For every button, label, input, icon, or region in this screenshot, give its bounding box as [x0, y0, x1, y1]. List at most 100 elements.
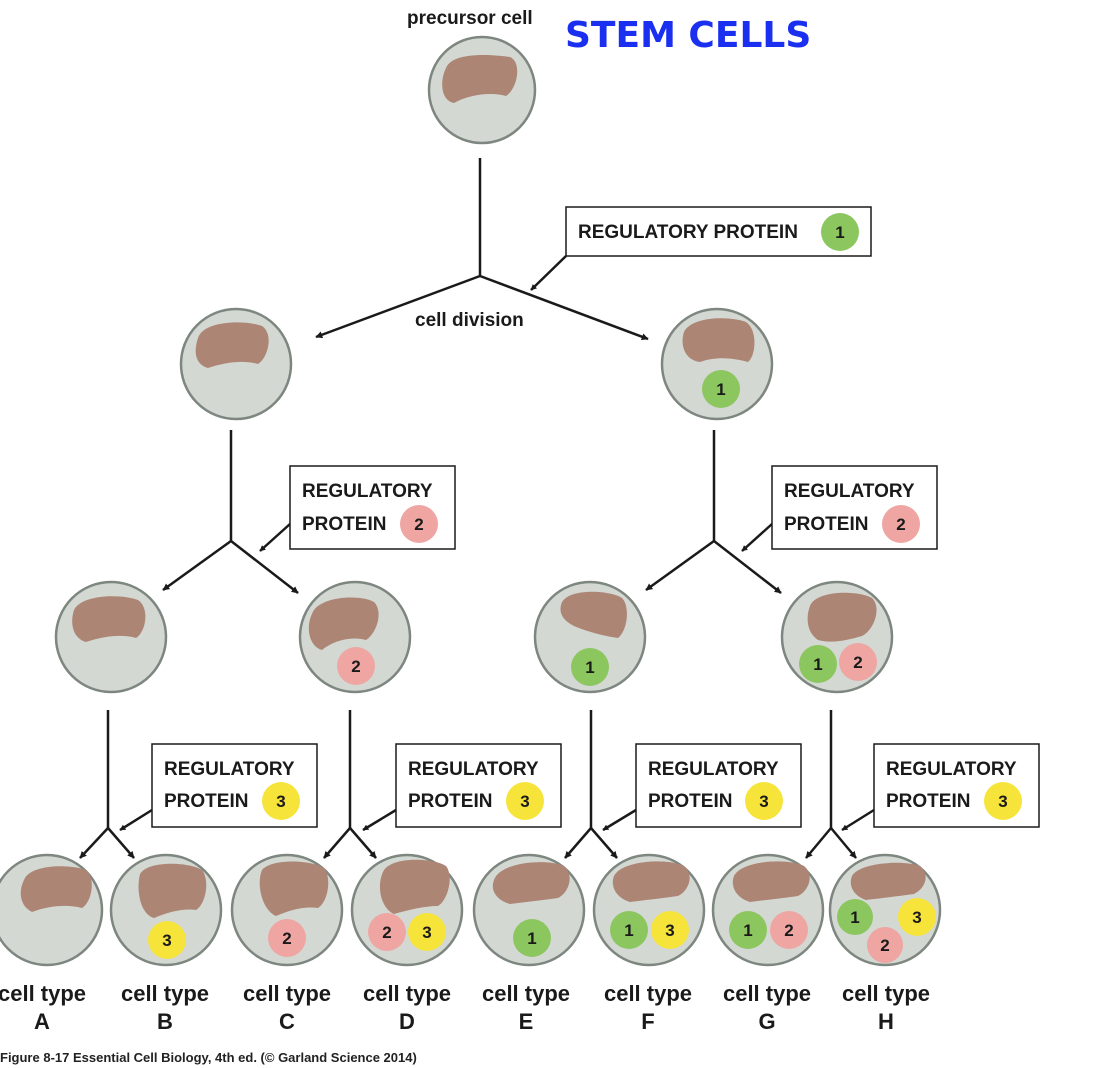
- protein-2-number: 2: [853, 653, 862, 672]
- nucleus: [259, 861, 329, 916]
- cell-type-f-letter: F: [641, 1009, 654, 1034]
- cell-type-d-word: cell type: [363, 981, 451, 1006]
- protein-1: [837, 899, 873, 935]
- nucleus: [807, 592, 877, 642]
- regulatory-protein-3-box-1: REGULATORY PROTEIN 3: [151, 743, 318, 828]
- nucleus: [492, 862, 570, 904]
- nucleus: [612, 861, 690, 902]
- protein-2-number: 2: [382, 923, 391, 942]
- cell-division-label: cell division: [415, 310, 524, 331]
- nucleus: [732, 861, 810, 902]
- lineage-lines: [79, 158, 875, 859]
- cell-precursor: [427, 35, 537, 145]
- regulatory-protein-2-box-left: REGULATORY PROTEIN 2: [289, 465, 456, 550]
- regulatory-protein-2-box-right: REGULATORY PROTEIN 2: [771, 465, 938, 550]
- cell-row3-2: 2: [298, 580, 412, 694]
- protein-1-number: 1: [716, 380, 725, 399]
- regulatory-label: REGULATORY: [164, 759, 295, 780]
- protein-3: [898, 898, 936, 936]
- regulatory-protein-label: REGULATORY PROTEIN: [578, 222, 798, 243]
- protein-1: [513, 919, 551, 957]
- protein-1-number: 1: [813, 655, 822, 674]
- protein-2: [268, 919, 306, 957]
- protein-2: [882, 505, 920, 543]
- regulatory-label: REGULATORY: [648, 759, 779, 780]
- protein-label: PROTEIN: [784, 514, 868, 535]
- protein-label: PROTEIN: [408, 791, 492, 812]
- nucleus: [138, 863, 207, 918]
- cell-type-c-letter: C: [279, 1009, 295, 1034]
- protein-3: [745, 782, 783, 820]
- protein-3: [148, 921, 186, 959]
- protein-2: [400, 505, 438, 543]
- protein-2: [867, 927, 903, 963]
- protein-1: [610, 911, 648, 949]
- protein-1-number: 1: [835, 223, 844, 242]
- protein-3-number: 3: [422, 923, 431, 942]
- cell-type-f-word: cell type: [604, 981, 692, 1006]
- cell-type-b: 3: [109, 853, 223, 967]
- protein-2-number: 2: [351, 657, 360, 676]
- protein-1: [729, 911, 767, 949]
- protein-3: [506, 782, 544, 820]
- cell-type-h-letter: H: [878, 1009, 894, 1034]
- protein-3: [984, 782, 1022, 820]
- protein-3-number: 3: [665, 921, 674, 940]
- precursor-cell-label: precursor cell: [407, 8, 533, 29]
- cell-row3-1: [54, 580, 168, 694]
- diagram-title: STEM CELLS: [565, 15, 811, 56]
- nucleus: [560, 591, 627, 638]
- protein-label: PROTEIN: [302, 514, 386, 535]
- protein-2-number: 2: [880, 936, 889, 955]
- nucleus: [379, 859, 450, 914]
- protein-3-number: 3: [520, 792, 529, 811]
- cell-type-h-word: cell type: [842, 981, 930, 1006]
- cell-type-labels: cell type A cell type B cell type C cell…: [0, 981, 930, 1034]
- cell-row3-3: 1: [533, 580, 647, 694]
- cell-type-f: 1 3: [592, 853, 706, 967]
- protein-1-number: 1: [743, 921, 752, 940]
- protein-2: [368, 913, 406, 951]
- protein-label: PROTEIN: [164, 791, 248, 812]
- regulatory-protein-1-box: REGULATORY PROTEIN 1: [565, 206, 872, 257]
- nucleus: [850, 862, 926, 900]
- protein-3-number: 3: [276, 792, 285, 811]
- protein-2-number: 2: [784, 921, 793, 940]
- regulatory-label: REGULATORY: [408, 759, 539, 780]
- protein-3-number: 3: [998, 792, 1007, 811]
- regulatory-label: REGULATORY: [886, 759, 1017, 780]
- cell-type-h: 1 3 2: [828, 853, 942, 967]
- protein-2: [770, 911, 808, 949]
- protein-1-number: 1: [585, 658, 594, 677]
- cell-type-e-word: cell type: [482, 981, 570, 1006]
- protein-label: PROTEIN: [886, 791, 970, 812]
- cell-type-d: 2 3: [350, 853, 464, 967]
- cell-type-b-letter: B: [157, 1009, 173, 1034]
- cell-type-c-word: cell type: [243, 981, 331, 1006]
- cell-type-g-word: cell type: [723, 981, 811, 1006]
- protein-2: [839, 643, 877, 681]
- nucleus: [442, 54, 518, 103]
- protein-1: [702, 370, 740, 408]
- regulatory-protein-3-box-3: REGULATORY PROTEIN 3: [635, 743, 802, 828]
- cell-type-b-word: cell type: [121, 981, 209, 1006]
- cell-type-g-letter: G: [758, 1009, 775, 1034]
- protein-3-number: 3: [759, 792, 768, 811]
- protein-1: [799, 645, 837, 683]
- cell-type-a-letter: A: [34, 1009, 50, 1034]
- cell-type-a-word: cell type: [0, 981, 86, 1006]
- cell-type-d-letter: D: [399, 1009, 415, 1034]
- cell-row2-left: [179, 307, 293, 421]
- nucleus: [308, 597, 379, 650]
- cell-row3-4: 1 2: [780, 580, 894, 694]
- protein-1-number: 1: [850, 908, 859, 927]
- cell-row2-right: 1: [660, 307, 774, 421]
- protein-2: [337, 647, 375, 685]
- cell-type-c: 2: [230, 853, 344, 967]
- nucleus: [20, 866, 92, 912]
- protein-1: [571, 648, 609, 686]
- regulatory-label: REGULATORY: [784, 481, 915, 502]
- cell-type-e: 1: [472, 853, 586, 967]
- protein-1-number: 1: [624, 921, 633, 940]
